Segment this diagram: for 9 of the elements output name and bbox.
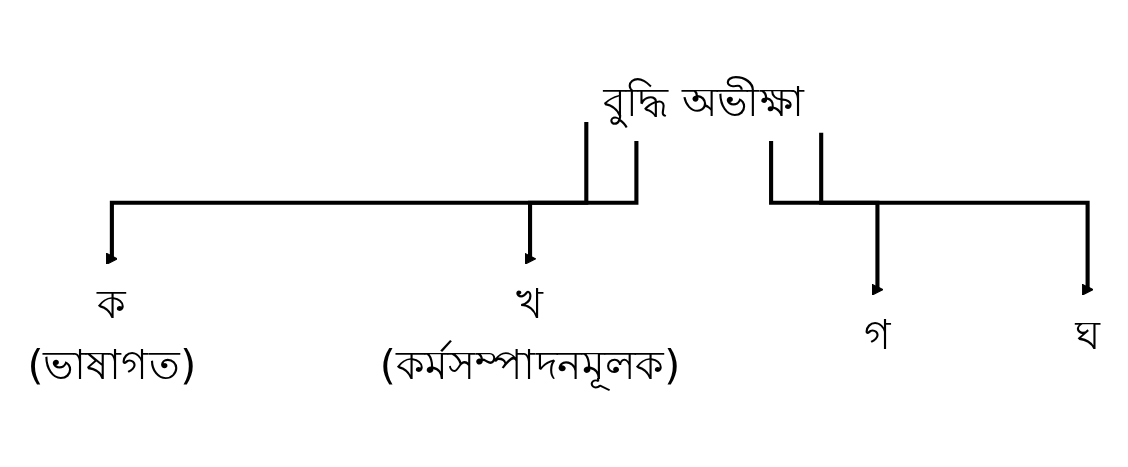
node-text: ক (ভাষাগত)	[27, 279, 197, 389]
arrow	[769, 141, 884, 296]
arrow	[524, 141, 639, 265]
node-text: বুদ্ধি অভীক্ষা	[602, 78, 805, 127]
node-text: ঘ	[1074, 310, 1101, 359]
arrow	[819, 132, 1094, 296]
node-text: খ (কর্মসম্পাদনমূলক)	[379, 279, 681, 389]
arrow	[105, 122, 589, 265]
node-text: গ	[863, 310, 892, 359]
